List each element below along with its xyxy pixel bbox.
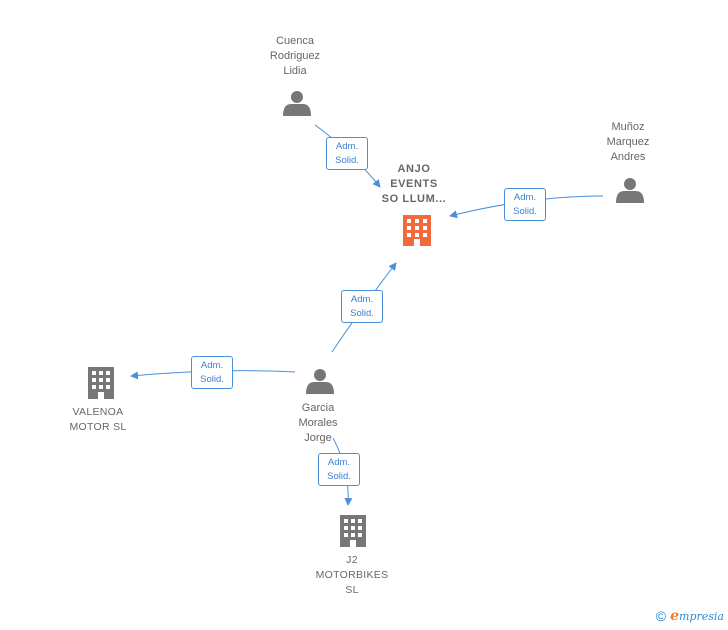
edge-label-line2: Solid. xyxy=(200,374,224,385)
node-label-j2[interactable]: J2 MOTORBIKES SL xyxy=(315,554,389,596)
building-icon-valenoa[interactable] xyxy=(88,367,114,399)
edge-label-line1: Adm. xyxy=(200,360,224,371)
edge-label-line1: Adm. xyxy=(513,192,537,203)
edge-label-line1: Adm. xyxy=(350,294,374,305)
edge-label-cuenca-focus[interactable]: Adm. Solid. xyxy=(326,137,368,170)
edge-label-line2: Solid. xyxy=(335,155,359,166)
node-label-garcia[interactable]: Garcia Morales Jorge xyxy=(298,402,338,444)
node-label-cuenca[interactable]: Cuenca Rodriguez Lidia xyxy=(269,35,321,77)
edge-label-garcia-focus[interactable]: Adm. Solid. xyxy=(341,290,383,323)
brand-initial: e xyxy=(670,608,680,624)
node-label-valenoa[interactable]: VALENOA MOTOR SL xyxy=(69,406,127,433)
person-icon-garcia[interactable] xyxy=(306,369,334,394)
edge-label-line1: Adm. xyxy=(335,141,359,152)
edge-label-munoz-focus[interactable]: Adm. Solid. xyxy=(504,188,546,221)
footer-brand: © empresia xyxy=(656,608,724,624)
node-label-focus[interactable]: ANJO EVENTS SO LLUM... xyxy=(381,163,447,205)
person-icon-cuenca[interactable] xyxy=(283,91,311,116)
edge-label-line1: Adm. xyxy=(327,457,351,468)
building-icon-j2[interactable] xyxy=(340,515,366,547)
person-icon-munoz[interactable] xyxy=(616,178,644,203)
edge-label-line2: Solid. xyxy=(327,471,351,482)
brand-name: mpresia xyxy=(679,610,724,623)
edge-label-garcia-valenoa[interactable]: Adm. Solid. xyxy=(191,356,233,389)
edge-label-line2: Solid. xyxy=(513,206,537,217)
building-icon-focus[interactable] xyxy=(403,215,431,246)
edge-label-line2: Solid. xyxy=(350,308,374,319)
copyright-symbol: © xyxy=(655,608,667,624)
node-label-munoz[interactable]: Muñoz Marquez Andres xyxy=(606,121,650,163)
edge-label-garcia-j2[interactable]: Adm. Solid. xyxy=(318,453,360,486)
brand-logo: empresia xyxy=(670,608,724,624)
